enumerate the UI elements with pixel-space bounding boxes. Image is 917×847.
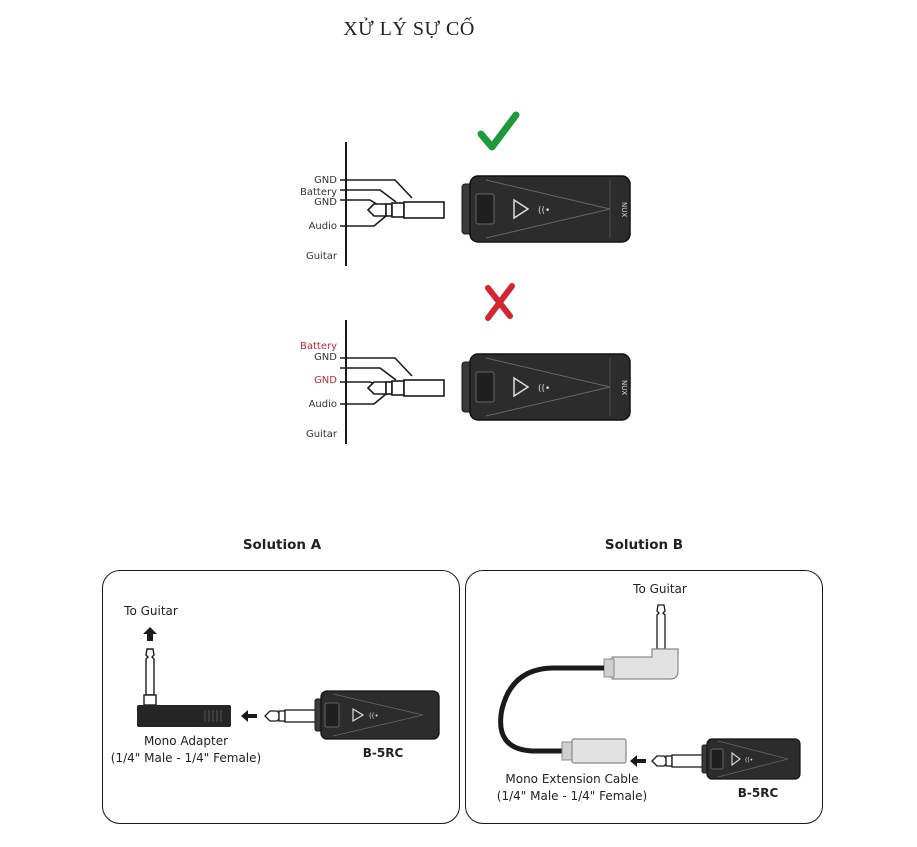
label-gnd: GND	[314, 197, 337, 208]
label-gnd: GND	[314, 352, 337, 363]
cable-spec: (1/4" Male - 1/4" Female)	[496, 789, 648, 803]
brand-logo-text: NUX	[620, 380, 628, 395]
b5rc-device-wrong: ((• NUX	[461, 353, 631, 421]
to-guitar-label: To Guitar	[633, 582, 687, 596]
to-guitar-label: To Guitar	[124, 604, 178, 618]
device-label: B-5RC	[362, 746, 404, 760]
label-guitar: Guitar	[305, 251, 337, 262]
cross-mark-icon	[485, 283, 515, 321]
extension-cable-label: Mono Extension Cable (1/4" Male - 1/4" F…	[492, 771, 652, 805]
arrow-up-icon	[143, 627, 157, 641]
solution-b-title: Solution B	[604, 537, 684, 553]
arrow-left-icon	[630, 755, 646, 767]
label-battery-red: Battery	[299, 341, 337, 352]
b5rc-device-icon: ((•	[314, 690, 440, 740]
check-mark-icon	[477, 111, 520, 151]
b5rc-device-icon: ((•	[701, 738, 801, 780]
guitar-jack-wiring	[340, 320, 445, 444]
label-audio: Audio	[308, 221, 337, 232]
adapter-name: Mono Adapter	[143, 734, 229, 748]
svg-text:((•: ((•	[369, 712, 379, 720]
label-guitar: Guitar	[305, 429, 337, 440]
extension-cable-icon	[498, 604, 679, 764]
solution-a-title: Solution A	[242, 537, 322, 553]
mono-adapter-icon	[137, 648, 231, 727]
svg-text:((•: ((•	[538, 384, 550, 394]
b5rc-device-correct: ((• NUX	[461, 175, 631, 243]
cable-name: Mono Extension Cable	[505, 772, 639, 786]
arrow-left-icon	[241, 710, 257, 722]
plug-icon	[264, 709, 324, 723]
label-audio: Audio	[308, 399, 337, 410]
label-gnd-top: GND	[314, 175, 337, 186]
brand-logo-text: NUX	[620, 202, 628, 217]
label-battery: Battery	[299, 187, 337, 198]
mono-adapter-label: Mono Adapter (1/4" Male - 1/4" Female)	[103, 733, 269, 767]
adapter-spec: (1/4" Male - 1/4" Female)	[110, 751, 262, 765]
guitar-jack-wiring	[340, 142, 445, 266]
solution-b-panel: To Guitar ((• Mono Extension Cable (1/4"…	[465, 570, 823, 824]
svg-text:((•: ((•	[745, 757, 753, 764]
svg-text:((•: ((•	[538, 206, 550, 216]
page-title: XỬ LÝ SỰ CỐ	[343, 18, 475, 40]
solution-a-panel: To Guitar ((• Mono Adapter (1/4" Male - …	[102, 570, 460, 824]
label-gnd-red: GND	[314, 375, 337, 386]
device-label: B-5RC	[737, 786, 779, 800]
